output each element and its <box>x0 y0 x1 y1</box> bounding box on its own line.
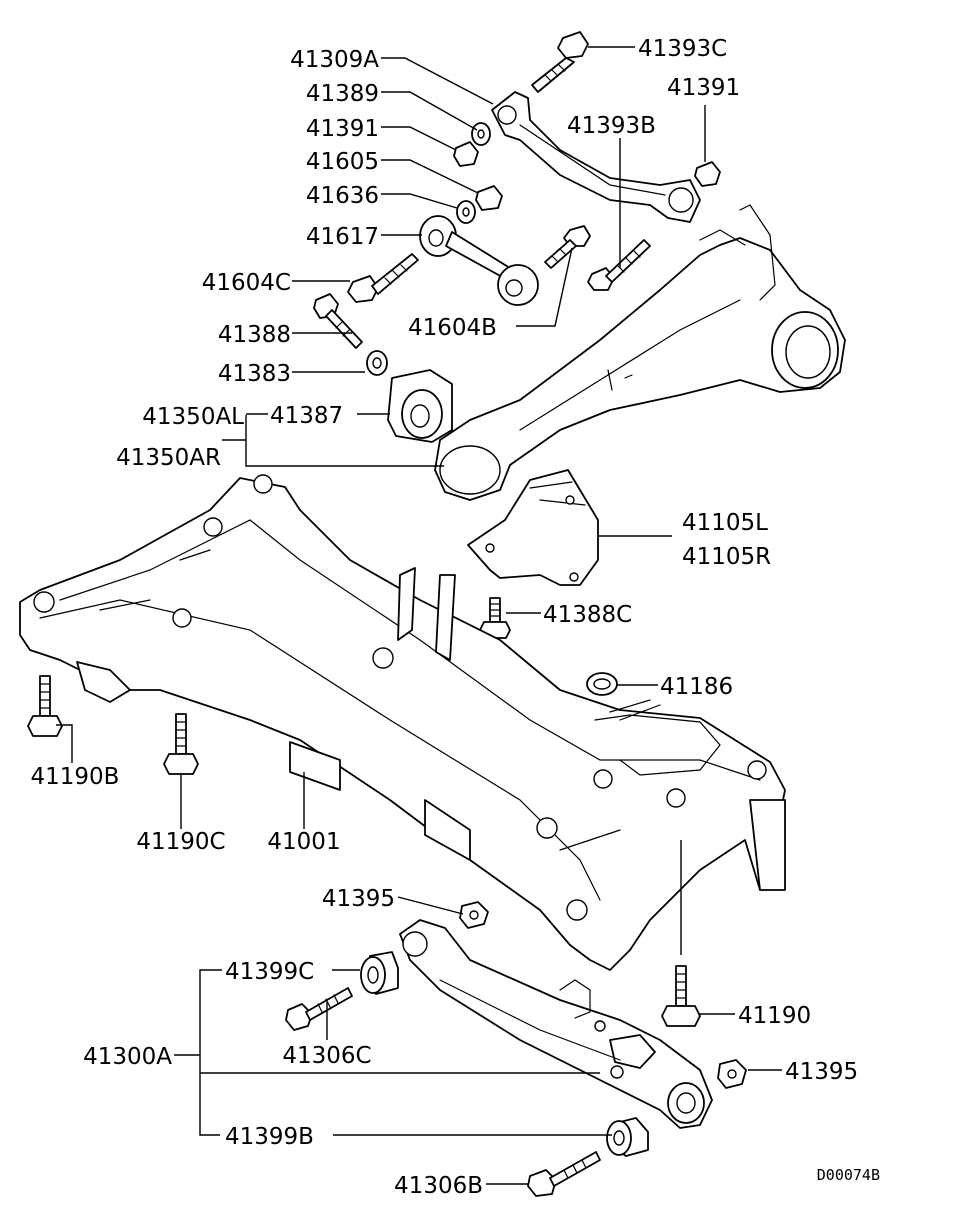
leader-lines <box>56 46 782 1185</box>
nut-41605 <box>475 185 503 211</box>
crossmember-41001 <box>19 474 786 971</box>
label-41105r: 41105R <box>682 544 771 570</box>
label-41605: 41605 <box>306 149 379 175</box>
washer-41383 <box>366 350 388 376</box>
washer-41389 <box>471 122 491 146</box>
callout-labels: 41309A 41393C 41389 41391 41391 41393B 4… <box>31 36 880 1199</box>
label-41395-lower: 41395 <box>785 1059 858 1085</box>
label-41395-upper: 41395 <box>322 886 395 912</box>
washer-41636 <box>456 200 476 224</box>
diagram-code: D00074B <box>817 1166 880 1184</box>
label-41391-right: 41391 <box>667 75 740 101</box>
upper-arm-41309a <box>491 91 701 223</box>
label-41393c: 41393C <box>638 36 727 62</box>
label-41387: 41387 <box>270 403 343 429</box>
label-41350al: 41350AL <box>142 404 244 430</box>
bushing-41387 <box>387 369 453 443</box>
label-41383: 41383 <box>218 361 291 387</box>
bolt-41393b <box>587 239 651 291</box>
bushing-41399c <box>360 951 399 995</box>
label-41393b: 41393B <box>567 113 656 139</box>
nut-41391-left <box>453 141 479 167</box>
nut-41395-lower <box>717 1059 747 1089</box>
nut-41391-right <box>694 161 721 187</box>
label-41391-left: 41391 <box>306 116 379 142</box>
washer-41186 <box>586 672 618 696</box>
label-41399b: 41399B <box>225 1124 314 1150</box>
label-41604b: 41604B <box>408 315 497 341</box>
trailing-arm-41350a <box>434 204 846 501</box>
nut-41395-upper <box>459 901 489 929</box>
lower-arm-41300a <box>399 919 713 1129</box>
bushing-41399b <box>606 1117 649 1157</box>
bolt-41190b <box>27 675 63 737</box>
label-41190c: 41190C <box>136 829 225 855</box>
label-41388c: 41388C <box>543 602 632 628</box>
bracket-41105 <box>467 469 599 586</box>
label-41306b: 41306B <box>394 1173 483 1199</box>
label-41399c: 41399C <box>225 959 314 985</box>
label-41190b: 41190B <box>31 764 120 790</box>
bolt-41604b <box>544 225 591 269</box>
label-41306c: 41306C <box>282 1043 371 1069</box>
label-41001: 41001 <box>267 829 340 855</box>
link-41617 <box>419 215 539 306</box>
bolt-41190c <box>163 713 199 775</box>
bolt-41388 <box>313 293 363 349</box>
bolt-41393c <box>531 31 589 93</box>
label-41190: 41190 <box>738 1003 811 1029</box>
label-41105l: 41105L <box>682 510 768 536</box>
label-41350ar: 41350AR <box>116 445 221 471</box>
label-41617: 41617 <box>306 224 379 250</box>
label-41300a: 41300A <box>83 1044 172 1070</box>
label-41389: 41389 <box>306 81 379 107</box>
label-41636: 41636 <box>306 183 379 209</box>
bolt-41306c <box>285 987 353 1031</box>
label-41309a: 41309A <box>290 47 379 73</box>
label-41186: 41186 <box>660 674 733 700</box>
bolt-41190 <box>661 965 701 1027</box>
bolt-41306b <box>527 1151 601 1197</box>
label-41388: 41388 <box>218 322 291 348</box>
bolt-41604c <box>347 253 419 303</box>
label-41604c: 41604C <box>202 270 291 296</box>
